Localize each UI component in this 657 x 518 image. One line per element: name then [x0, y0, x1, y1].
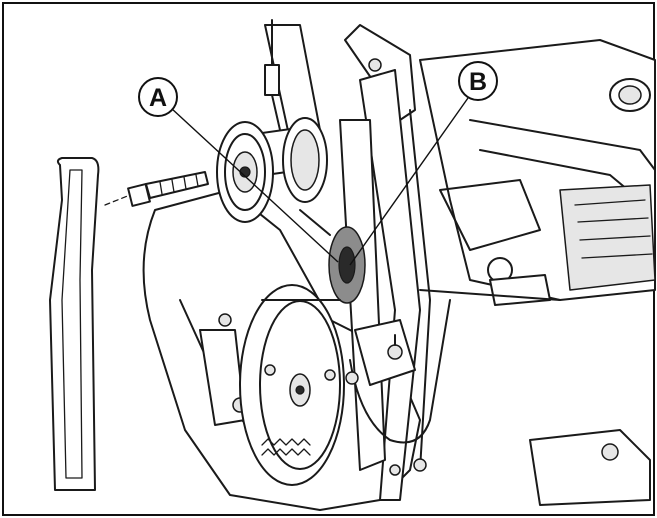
callout-a: A — [138, 77, 178, 117]
tension-spring — [261, 438, 311, 456]
callout-b-leader — [349, 97, 469, 266]
callout-b: B — [458, 61, 498, 101]
callout-a-leader — [170, 107, 339, 263]
clamp-bracket — [345, 319, 416, 386]
control-cable — [264, 19, 451, 444]
callout-b-label: B — [469, 68, 487, 96]
idler-pulley-assembly — [216, 117, 328, 223]
drive-pulley — [239, 284, 345, 486]
callout-a-label: A — [149, 84, 167, 112]
belt-guide-pulley — [299, 209, 366, 304]
engine-housing — [419, 39, 656, 506]
idler-bolt — [104, 171, 209, 207]
v-belt — [49, 157, 100, 491]
